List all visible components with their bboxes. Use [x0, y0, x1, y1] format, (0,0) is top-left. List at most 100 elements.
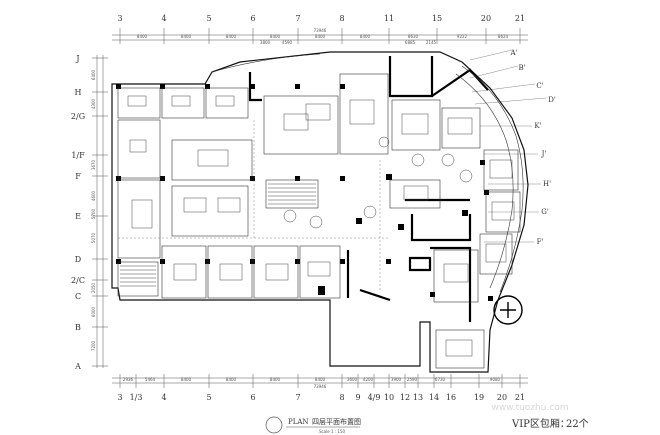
top-total-dim: 73946 [314, 28, 327, 33]
left-dim: 6400 [91, 69, 96, 80]
round-tables [283, 136, 473, 229]
top-dim: 8400 [226, 34, 237, 39]
title-block: PLAN 四层平面布置图 Scale 1 : 150 [265, 416, 361, 434]
core-walls [248, 56, 489, 322]
bottom-axis: 13 [413, 393, 423, 402]
bottom-axis: 19 [474, 393, 484, 402]
curved-axis: A' [510, 49, 518, 57]
bottom-dim: 9080 [490, 377, 501, 382]
bottom-axis: 7 [295, 393, 300, 402]
top-dim: 8630 [408, 34, 419, 39]
top-axis-3: 3 [117, 14, 122, 23]
left-dim: 3670 [91, 159, 96, 170]
corridor-lines [118, 120, 390, 290]
left-axis: A [74, 362, 81, 371]
top-axis-20: 20 [481, 14, 491, 23]
top-axis-8: 8 [339, 14, 344, 23]
curved-axis-rays [469, 49, 547, 243]
bottom-dim: 5464 [145, 377, 156, 382]
left-dim: 4300 [91, 98, 96, 109]
left-dim: 4600 [91, 190, 96, 201]
left-axis-labels: J H 2/G 1/F F E D 2/C C B A [71, 54, 85, 371]
top-dimension-texts: 73946 8400 8400 8400 8400 8400 8400 8630… [137, 28, 509, 45]
top-sub-dim: 4590 [282, 40, 293, 45]
bottom-dim: 6730 [435, 377, 446, 382]
terrace-curves [211, 53, 524, 293]
left-axis: C [75, 292, 81, 301]
left-axis: 1/F [71, 151, 85, 160]
curved-axis: G' [541, 208, 549, 216]
top-axis-11: 11 [384, 14, 394, 23]
plan-scale: Scale 1 : 150 [319, 429, 346, 434]
bottom-dim: 8400 [270, 377, 281, 382]
spiral-stair [493, 295, 523, 325]
bottom-axis: 3 [117, 393, 122, 402]
vip-summary-label: VIP区包厢： [511, 417, 570, 430]
left-axis: B [75, 323, 81, 332]
left-dim: 5700 [91, 208, 96, 219]
vip-summary-count: 22个 [566, 418, 589, 430]
left-axis: H [75, 88, 82, 97]
curved-axis: H' [543, 180, 551, 188]
bottom-axis: 5 [206, 393, 211, 402]
bottom-dimension-lines [112, 374, 528, 388]
top-dim: 8400 [137, 34, 148, 39]
bottom-axis: 9 [355, 393, 360, 402]
left-dimension-texts: 6400 4300 3670 4600 5700 5070 2050 6000 … [91, 69, 96, 351]
left-axis: D [75, 255, 81, 264]
plan-subtitle: 四层平面布置图 [312, 417, 361, 426]
left-axis: E [75, 212, 81, 221]
bottom-axis: 21 [515, 393, 525, 402]
furniture [120, 95, 515, 357]
top-sub-dim: 6885 [405, 40, 416, 45]
left-dim: 2050 [91, 282, 96, 293]
bottom-dim: 2590 [407, 377, 418, 382]
building-outline [111, 51, 529, 373]
vip-rooms [117, 73, 521, 369]
bottom-axis-labels: 3 1/3 4 5 6 7 8 9 4/9 10 12 13 14 16 19 … [117, 393, 525, 402]
plan-title: PLAN [288, 418, 309, 426]
bottom-dim: 8400 [315, 377, 326, 382]
curved-axis: K' [534, 122, 541, 130]
left-axis: 2/G [71, 112, 85, 121]
left-axis: J [75, 54, 79, 63]
plan-symbol-icon [265, 416, 283, 434]
bottom-dim: 8400 [226, 377, 237, 382]
top-dim: 8400 [270, 34, 281, 39]
bottom-axis: 20 [497, 393, 507, 402]
top-dimension-lines [112, 28, 528, 44]
left-axis: F [75, 172, 81, 181]
top-dim: 8400 [181, 34, 192, 39]
bottom-dim: 3900 [391, 377, 402, 382]
left-dimension-lines [92, 55, 108, 368]
bottom-axis: 12 [400, 393, 410, 402]
curved-axis: D' [548, 96, 556, 104]
bottom-dim: 4200 [363, 377, 374, 382]
curved-axis: J' [541, 150, 547, 158]
vip-summary: VIP区包厢： 22个 [511, 417, 589, 430]
bottom-axis: 8 [339, 393, 344, 402]
curved-axis: B' [518, 64, 525, 72]
structural-columns [116, 84, 493, 301]
left-dim: 5070 [91, 232, 96, 243]
top-dim: 8400 [315, 34, 326, 39]
top-axis-21: 21 [515, 14, 525, 23]
top-axis-labels: 3 4 5 6 7 8 11 15 20 21 [117, 14, 525, 23]
top-axis-4: 4 [161, 14, 166, 23]
bottom-axis: 10 [384, 393, 394, 402]
left-dim: 6000 [91, 306, 96, 317]
bottom-dim: 2936 [123, 377, 134, 382]
left-dim: 7200 [91, 340, 96, 351]
curved-axis: F' [537, 238, 544, 246]
top-dim: 9222 [457, 34, 468, 39]
bottom-axis: 4 [161, 393, 166, 402]
bottom-total-dim: 73946 [314, 384, 327, 389]
watermark: www.tuozhu.com [491, 403, 568, 413]
top-axis-15: 15 [432, 14, 442, 23]
top-sub-dim: 2145 [426, 40, 437, 45]
top-dim: 8624 [498, 34, 509, 39]
top-dim: 8400 [360, 34, 371, 39]
top-axis-6: 6 [250, 14, 255, 23]
bottom-dimension-texts: 2936 5464 8400 8400 8400 8400 3600 4200 … [123, 377, 501, 389]
